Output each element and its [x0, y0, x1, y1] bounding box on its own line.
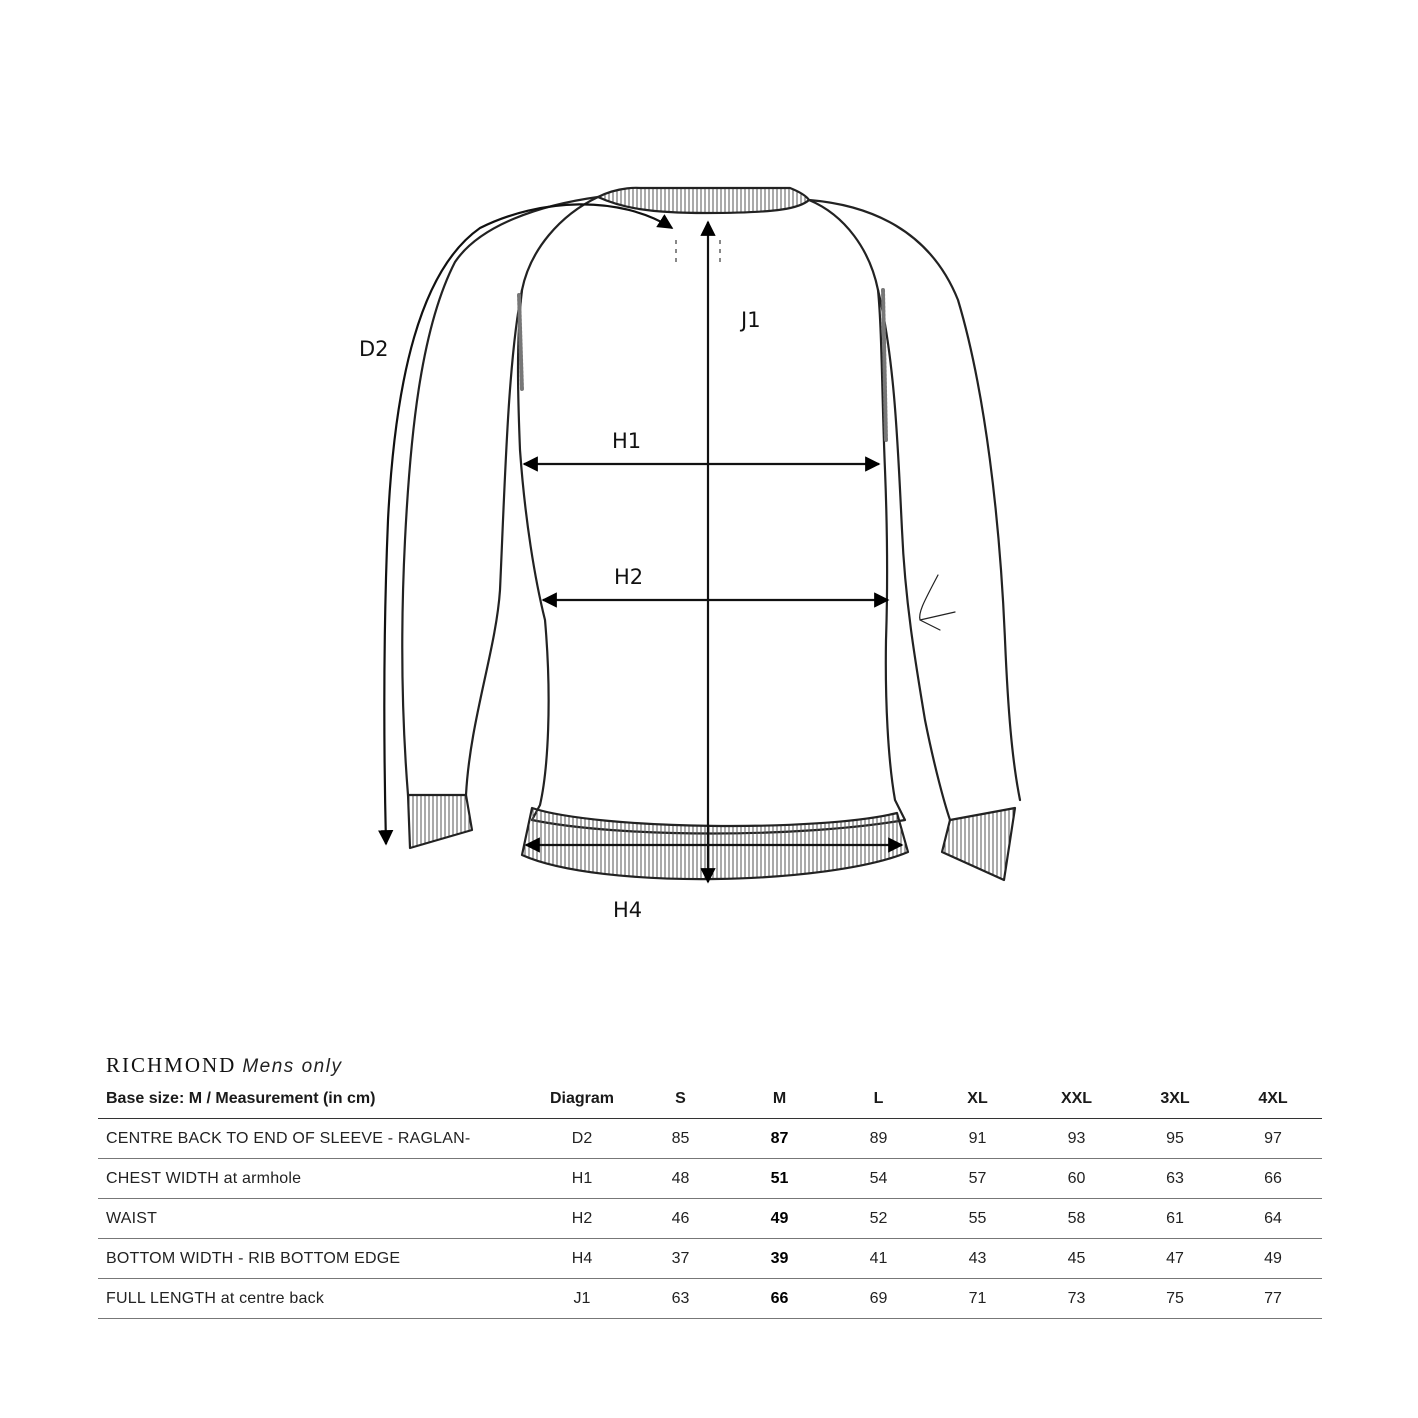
label-h2: H2 [614, 565, 643, 589]
size-value: 63 [631, 1278, 730, 1319]
header-size-l: L [829, 1080, 928, 1119]
size-value: 39 [730, 1238, 829, 1279]
size-value: 49 [1224, 1238, 1322, 1279]
size-value: 73 [1027, 1278, 1126, 1319]
size-value: 46 [631, 1198, 730, 1239]
size-value: 95 [1126, 1118, 1224, 1159]
left-sleeve-inner [464, 288, 524, 797]
diagram-code: D2 [533, 1118, 631, 1159]
size-value: 61 [1126, 1198, 1224, 1239]
measure-labels: D2 J1 H1 H2 H4 [359, 308, 761, 922]
right-sleeve [807, 198, 1022, 802]
size-value: 49 [730, 1198, 829, 1239]
size-value: 45 [1027, 1238, 1126, 1279]
fold-mark [919, 574, 956, 631]
right-cuff [940, 806, 1017, 882]
header-diagram: Diagram [533, 1080, 631, 1119]
size-value: 85 [631, 1118, 730, 1159]
sweatshirt-diagram: D2 J1 H1 H2 H4 [359, 186, 1022, 922]
size-value: 37 [631, 1238, 730, 1279]
label-j1: J1 [739, 308, 761, 332]
measurement-label: WAIST [98, 1198, 533, 1239]
diagram-code: H2 [533, 1198, 631, 1239]
size-value: 66 [1224, 1158, 1322, 1199]
header-size-m: M [730, 1080, 829, 1119]
garment-outline [401, 186, 1022, 882]
size-value: 58 [1027, 1198, 1126, 1239]
header-measurement: Base size: M / Measurement (in cm) [98, 1080, 533, 1119]
label-h4: H4 [613, 898, 642, 922]
brand-name: RICHMOND [106, 1053, 237, 1077]
diagram-code: H1 [533, 1158, 631, 1199]
size-value: 41 [829, 1238, 928, 1279]
header-size-3xl: 3XL [1126, 1080, 1224, 1119]
measurement-label: FULL LENGTH at centre back [98, 1278, 533, 1319]
size-value: 47 [1126, 1238, 1224, 1279]
header-size-4xl: 4XL [1224, 1080, 1322, 1119]
d2-arrow [377, 203, 674, 846]
size-value: 97 [1224, 1118, 1322, 1159]
size-value: 48 [631, 1158, 730, 1199]
table-row: CENTRE BACK TO END OF SLEEVE - RAGLAN-D2… [98, 1118, 1322, 1159]
header-size-xl: XL [928, 1080, 1027, 1119]
header-row: Base size: M / Measurement (in cm) Diagr… [98, 1080, 1322, 1119]
size-value: 55 [928, 1198, 1027, 1239]
left-sleeve [401, 195, 600, 797]
size-value: 51 [730, 1158, 829, 1199]
size-value: 66 [730, 1278, 829, 1319]
header-size-s: S [631, 1080, 730, 1119]
label-d2: D2 [359, 337, 389, 361]
hem-rib [520, 806, 910, 881]
size-value: 64 [1224, 1198, 1322, 1239]
header-size-xxl: XXL [1027, 1080, 1126, 1119]
diagram-code: J1 [533, 1278, 631, 1319]
size-value: 63 [1126, 1158, 1224, 1199]
right-seam-hatch [881, 288, 888, 442]
left-seam-hatch [517, 293, 524, 392]
size-value: 71 [928, 1278, 1027, 1319]
left-cuff [406, 793, 474, 850]
size-value: 87 [730, 1118, 829, 1159]
size-value: 89 [829, 1118, 928, 1159]
measure-lines [377, 203, 904, 884]
size-table: Base size: M / Measurement (in cm) Diagr… [98, 1080, 1322, 1319]
body-outline [516, 195, 907, 835]
size-value: 60 [1027, 1158, 1126, 1199]
right-sleeve-inner [876, 288, 952, 822]
size-value: 57 [928, 1158, 1027, 1199]
label-h1: H1 [612, 429, 641, 453]
centre-guide [675, 240, 721, 262]
size-value: 69 [829, 1278, 928, 1319]
size-value: 93 [1027, 1118, 1126, 1159]
measurement-label: CHEST WIDTH at armhole [98, 1158, 533, 1199]
size-value: 54 [829, 1158, 928, 1199]
size-value: 52 [829, 1198, 928, 1239]
size-value: 43 [928, 1238, 1027, 1279]
subtitle: Mens only [242, 1056, 343, 1077]
size-value: 91 [928, 1118, 1027, 1159]
measurement-label: CENTRE BACK TO END OF SLEEVE - RAGLAN- [98, 1118, 533, 1159]
collar [596, 186, 811, 215]
size-value: 77 [1224, 1278, 1322, 1319]
size-value: 75 [1126, 1278, 1224, 1319]
diagram-code: H4 [533, 1238, 631, 1279]
measurement-label: BOTTOM WIDTH - RIB BOTTOM EDGE [98, 1238, 533, 1279]
